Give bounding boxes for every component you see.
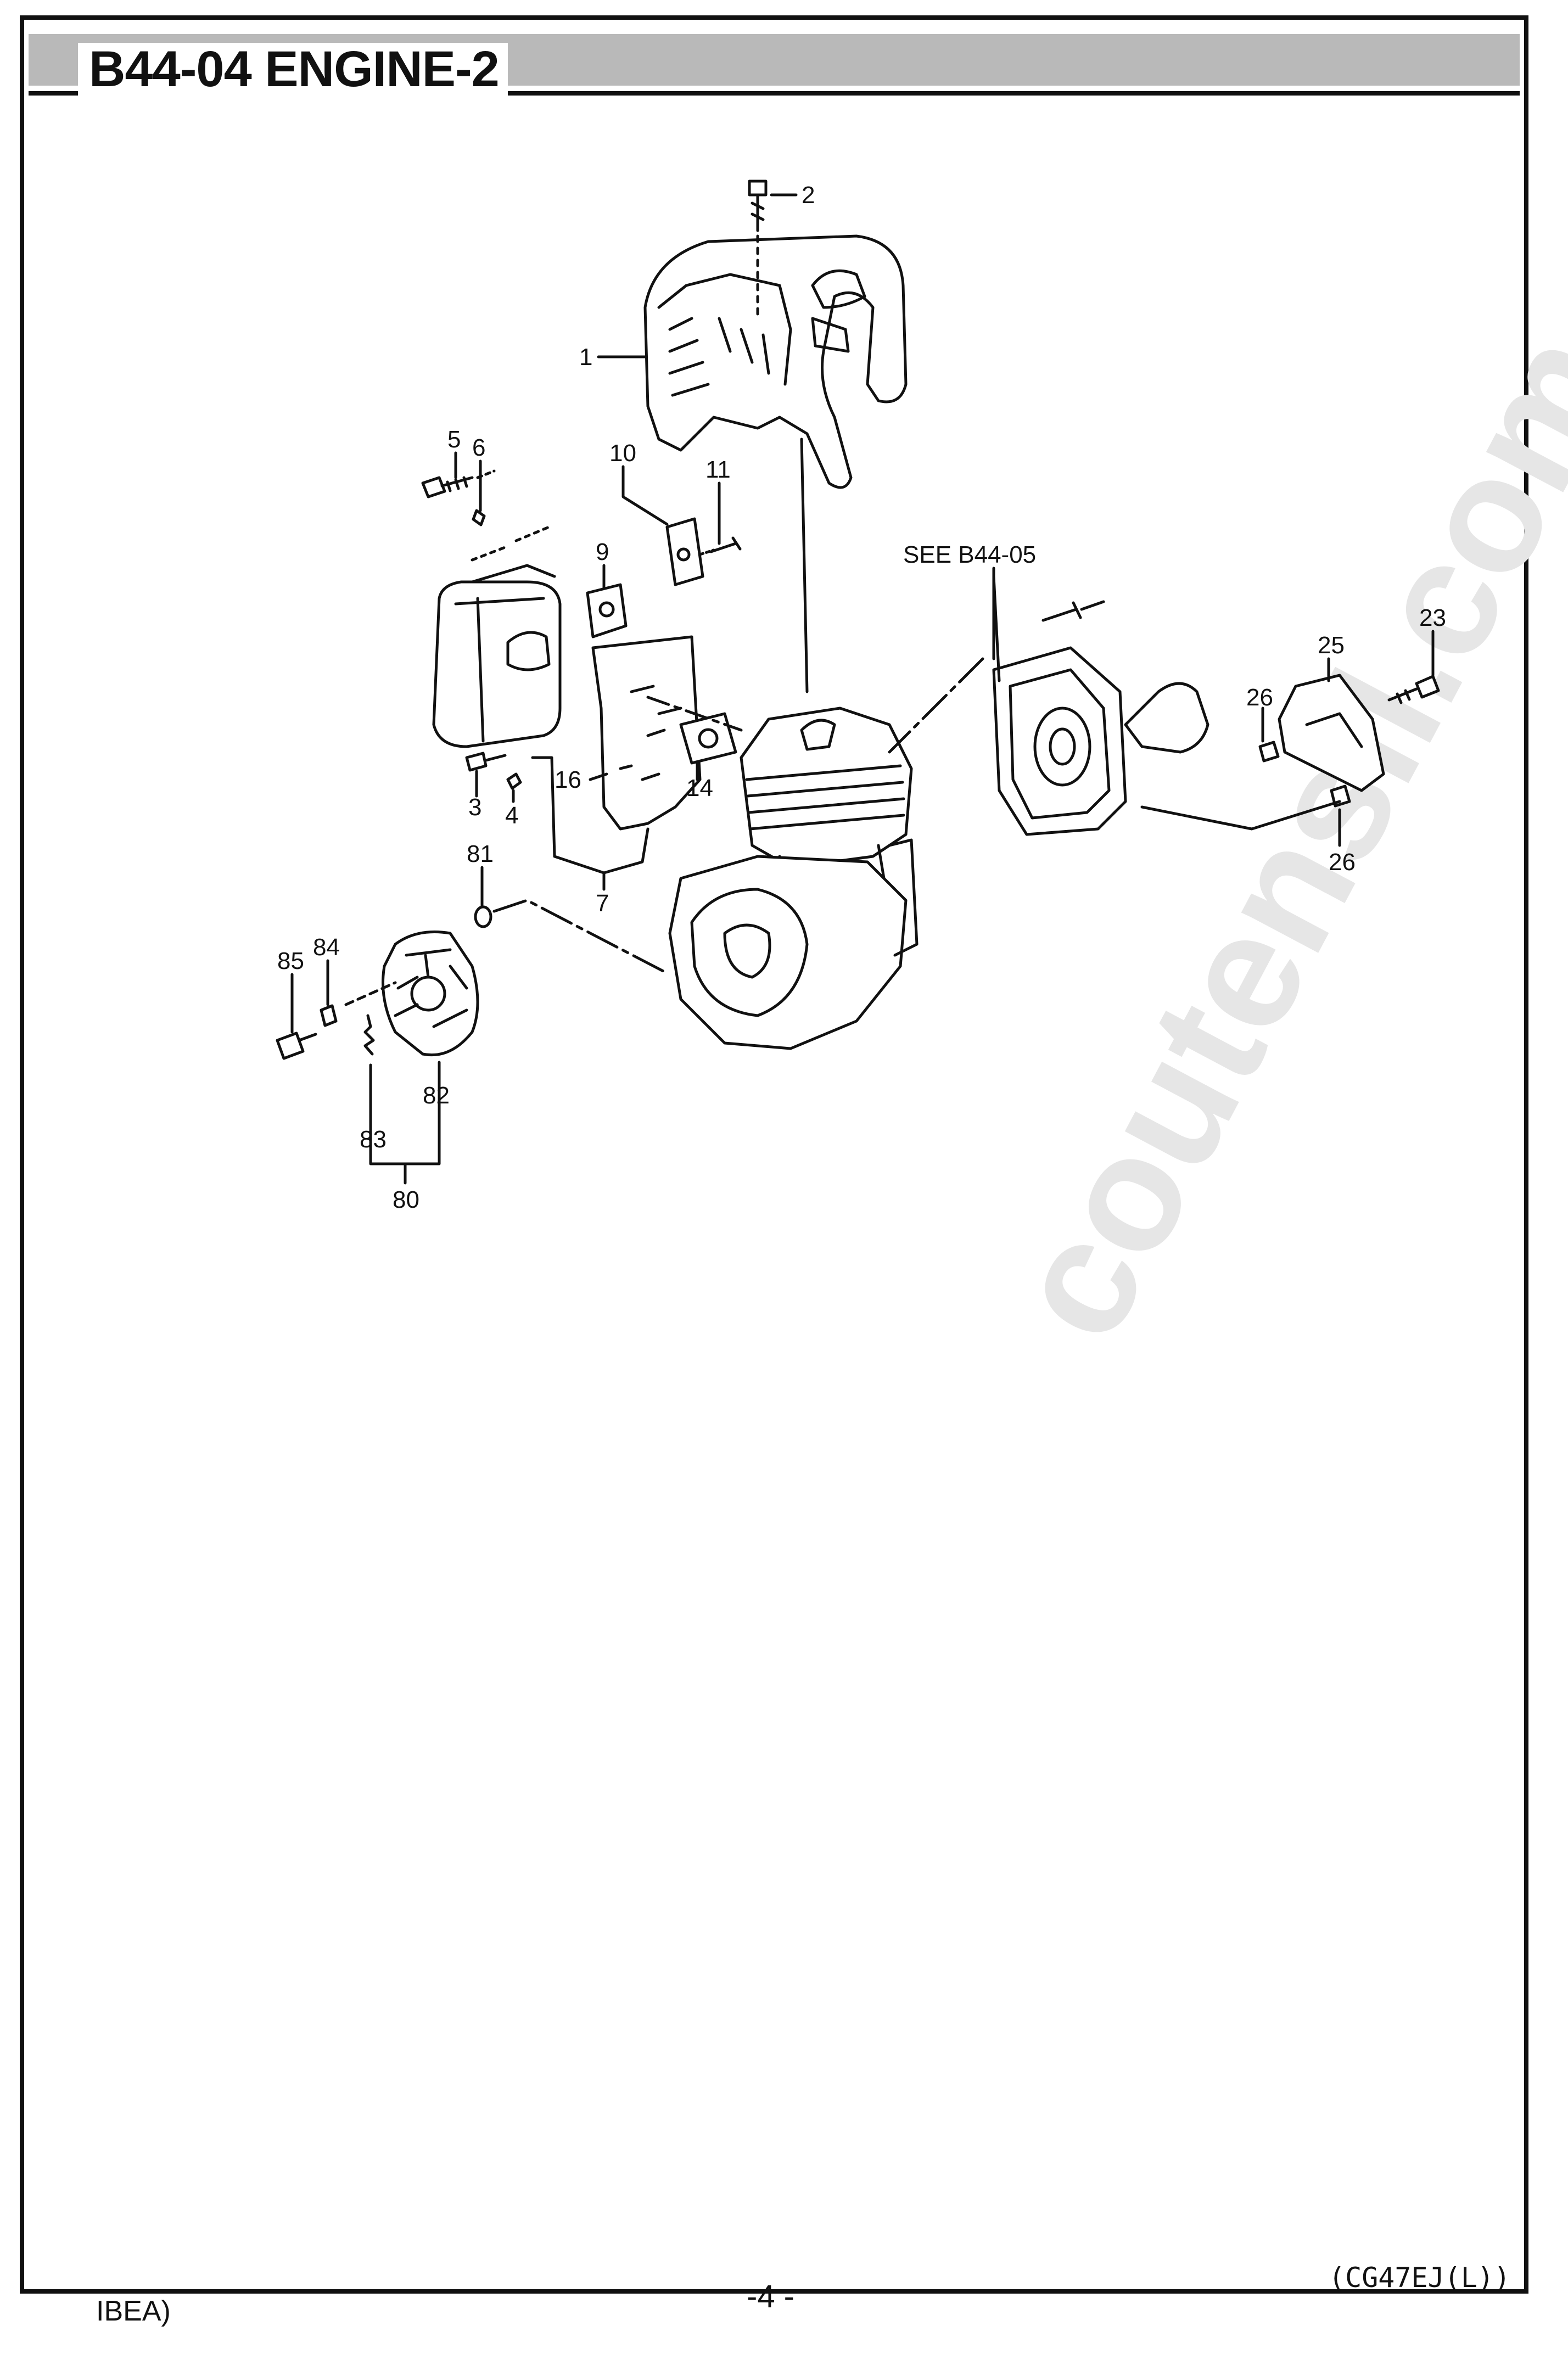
callout-4: 4	[505, 802, 518, 829]
recoil-starter	[888, 575, 1209, 836]
bracket-plate	[591, 635, 702, 831]
callout-9: 9	[596, 539, 609, 565]
callout-25: 25	[1318, 632, 1345, 659]
callout-26-upper: 26	[1246, 684, 1273, 711]
page-frame: B44-04 ENGINE-2	[20, 15, 1528, 2294]
clutch-spring-83	[363, 1014, 375, 1056]
callout-16: 16	[555, 766, 581, 793]
starter-bracket	[1278, 674, 1385, 792]
damper-26-lower	[1330, 784, 1351, 808]
callout-82: 82	[423, 1082, 450, 1109]
callout-26-lower: 26	[1329, 849, 1356, 876]
callout-14: 14	[686, 775, 713, 802]
page-number: -4 -	[747, 2279, 794, 2314]
clutch-bolt-leader	[344, 981, 397, 1006]
callout-83: 83	[360, 1126, 387, 1153]
bolt-23	[1387, 675, 1440, 704]
callout-84: 84	[313, 934, 340, 961]
callout-see-b44-05: SEE B44-05	[903, 541, 1036, 568]
cover-screw	[748, 180, 768, 320]
muffler	[432, 525, 562, 748]
model-code: (CG47EJ(L))	[1329, 2262, 1511, 2294]
leader-7	[531, 756, 649, 891]
clutch-assembly	[382, 931, 479, 1057]
callout-81: 81	[467, 840, 494, 867]
callout-5: 5	[447, 426, 461, 453]
clutch-to-crankcase-leader	[492, 899, 666, 973]
bolt-85	[276, 1032, 317, 1060]
plate-10	[665, 517, 704, 586]
engine-crankcase	[668, 838, 919, 1050]
callout-85: 85	[277, 948, 304, 974]
muffler-washer	[472, 509, 486, 526]
callout-2: 2	[802, 182, 815, 209]
washer-4	[506, 772, 522, 790]
callout-80: 80	[393, 1186, 419, 1213]
leader-10	[621, 465, 669, 526]
screw-11	[698, 536, 742, 556]
footer-left-code: IBEA)	[96, 2295, 171, 2327]
washer-81	[474, 905, 492, 928]
engine-top-cover	[643, 234, 908, 489]
callout-6: 6	[472, 434, 485, 461]
callout-1: 1	[579, 344, 592, 371]
title-bar: B44-04 ENGINE-2	[29, 24, 1520, 96]
callout-3: 3	[468, 794, 481, 821]
callout-11: 11	[705, 456, 731, 483]
callout-labels: 1 2 5 6 10 11 9 16 14 3 4 7 81 84 85 82 …	[277, 182, 1446, 1213]
gasket-14	[679, 712, 737, 765]
starter-bracket-leader	[1140, 800, 1341, 831]
cover-to-cylinder-leader	[800, 438, 809, 693]
gasket-9	[586, 583, 628, 638]
bolt-3	[465, 752, 507, 772]
watermark: coutensil.com	[975, 303, 1568, 1367]
callout-23: 23	[1419, 604, 1446, 631]
callout-7: 7	[596, 890, 609, 917]
bracket-to-cylinder-leader	[646, 696, 743, 732]
page-title: B44-04 ENGINE-2	[78, 43, 508, 96]
leader-16	[589, 772, 608, 781]
callout-10: 10	[609, 440, 636, 467]
leader-80	[369, 1061, 441, 1185]
muffler-bolt	[421, 469, 496, 498]
damper-26-upper	[1258, 741, 1280, 763]
washer-84	[320, 1004, 338, 1027]
